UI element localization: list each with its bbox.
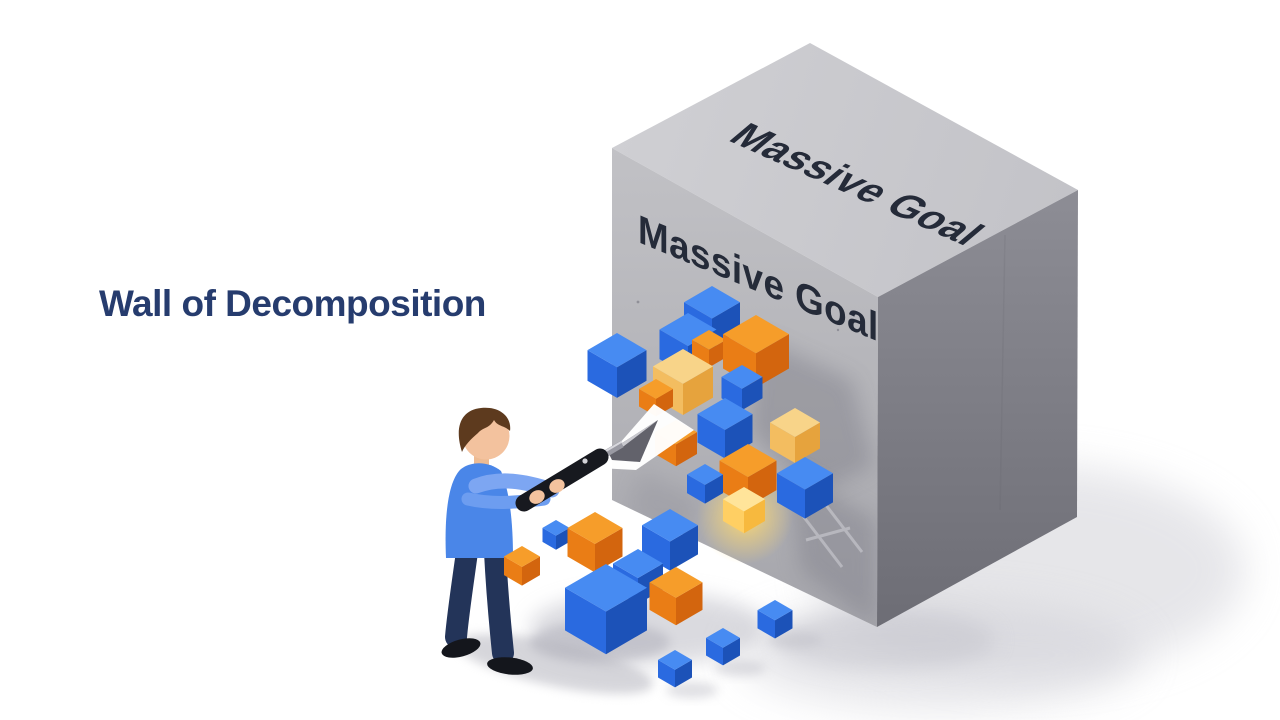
cube-blue (697, 398, 753, 459)
page-title: Wall of Decomposition (99, 283, 486, 324)
cube-blue (642, 509, 698, 571)
person-hair (458, 407, 511, 452)
cube-glow (723, 487, 765, 534)
cube-blue (721, 365, 763, 411)
scattered-cubes (504, 509, 793, 688)
cube-blue (777, 457, 833, 519)
cube-blue (542, 520, 570, 550)
cube-blue (587, 333, 647, 398)
cube-orange (692, 330, 726, 368)
cube-orange (723, 315, 789, 388)
cube-blue (565, 564, 647, 655)
person-left-leg (445, 541, 478, 648)
person-right-leg (484, 541, 514, 664)
cube-blue (687, 464, 723, 504)
cube-cluster (587, 286, 833, 534)
cube-blue (658, 650, 692, 688)
cube-orange (504, 546, 540, 586)
block-right-face (877, 190, 1078, 627)
cube-orange (649, 567, 703, 626)
person-hand (549, 479, 565, 493)
cube-yellow (770, 408, 820, 463)
cube-orange (567, 512, 623, 573)
person-left-shoe (441, 638, 481, 658)
cube-blue (706, 628, 740, 666)
person-right-shoe (487, 657, 533, 675)
chisel-icon (515, 404, 694, 512)
person-hand (529, 490, 545, 504)
chisel-blade-dark (608, 420, 658, 462)
block-top-face (612, 43, 1078, 297)
wall-scratch-marks (798, 499, 864, 568)
cube-blue (757, 600, 793, 639)
